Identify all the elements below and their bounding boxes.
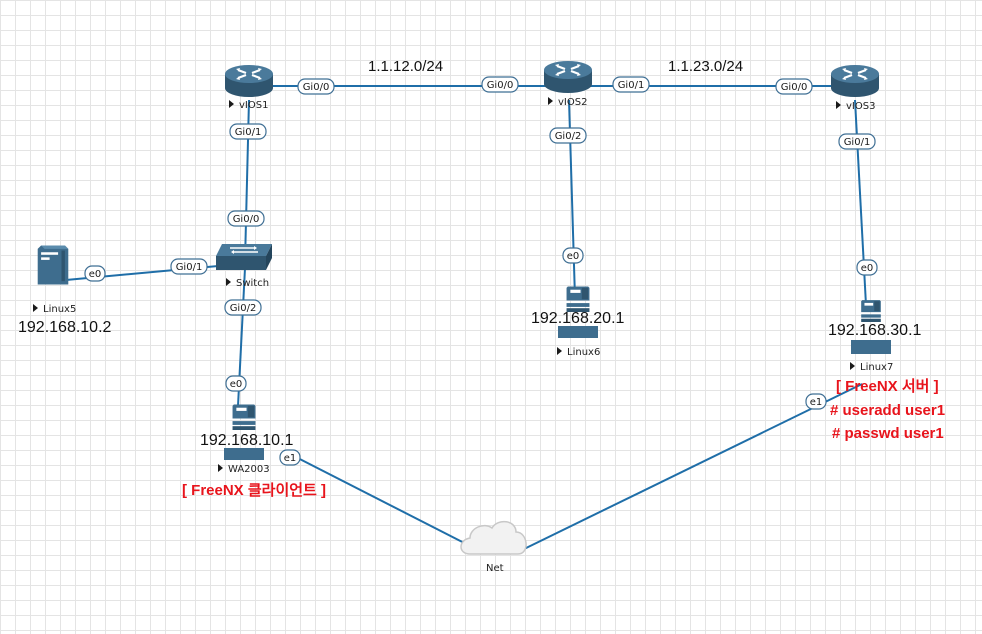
annotation-passwd: # passwd user1 xyxy=(832,425,944,442)
router-icon xyxy=(224,63,274,98)
router-vios3-label: vIOS3 xyxy=(846,101,875,112)
svg-text:Gi0/1: Gi0/1 xyxy=(176,262,203,273)
svg-text:e0: e0 xyxy=(230,379,243,390)
network-1-1-12: 1.1.12.0/24 xyxy=(368,58,443,75)
links xyxy=(65,85,867,551)
port-vios2-gi00[interactable]: Gi0/0 xyxy=(481,76,519,93)
router-vios2[interactable]: vIOS2 xyxy=(543,59,593,108)
link-wa2003-net[interactable] xyxy=(285,451,479,551)
port-vios3-gi00[interactable]: Gi0/0 xyxy=(775,78,813,95)
annotation-freenx-server: [ FreeNX 서버 ] xyxy=(836,378,939,395)
svg-text:Gi0/0: Gi0/0 xyxy=(233,214,260,225)
svg-text:e1: e1 xyxy=(810,397,823,408)
port-linux5-e0[interactable]: e0 xyxy=(84,265,106,282)
linux6-ip: 192.168.20.1 xyxy=(531,310,625,327)
linux6-label: Linux6 xyxy=(567,347,600,358)
svg-text:Gi0/2: Gi0/2 xyxy=(230,303,257,314)
pc-icon xyxy=(566,286,590,312)
svg-text:e1: e1 xyxy=(284,453,297,464)
svg-text:Gi0/1: Gi0/1 xyxy=(844,137,871,148)
port-linux6-e0[interactable]: e0 xyxy=(562,247,584,264)
svg-text:Gi0/2: Gi0/2 xyxy=(555,131,582,142)
linux5-node[interactable]: Linux5 192.168.10.2 xyxy=(18,245,112,336)
port-switch-gi01[interactable]: Gi0/1 xyxy=(170,258,208,275)
linux7-ip: 192.168.30.1 xyxy=(828,322,922,339)
port-linux7-e1[interactable]: e1 xyxy=(805,393,827,410)
pc-icon xyxy=(232,404,256,430)
linux6-node[interactable]: 192.168.20.1 Linux6 xyxy=(531,286,625,358)
net-cloud[interactable]: Net xyxy=(460,520,527,574)
port-vios2-gi01[interactable]: Gi0/1 xyxy=(612,76,650,93)
router-vios3[interactable]: vIOS3 xyxy=(830,63,880,112)
port-linux7-e0[interactable]: e0 xyxy=(856,259,878,276)
port-vios1-gi00[interactable]: Gi0/0 xyxy=(297,78,335,95)
annotation-useradd: # useradd user1 xyxy=(830,402,945,419)
svg-text:e0: e0 xyxy=(861,263,874,274)
wa2003-label: WA2003 xyxy=(228,464,270,475)
linux5-label: Linux5 xyxy=(43,304,76,315)
pc-icon xyxy=(861,300,881,322)
port-labels: Gi0/0 Gi0/0 Gi0/1 Gi0/0 Gi0/1 Gi0/0 Gi0/… xyxy=(84,76,878,466)
svg-text:Gi0/1: Gi0/1 xyxy=(235,127,262,138)
svg-text:e0: e0 xyxy=(567,251,580,262)
router-vios1-label: vIOS1 xyxy=(239,100,268,111)
port-switch-gi00[interactable]: Gi0/0 xyxy=(227,210,265,227)
port-vios1-gi01[interactable]: Gi0/1 xyxy=(229,123,267,140)
switch-node[interactable]: Switch xyxy=(215,243,273,289)
svg-text:Gi0/0: Gi0/0 xyxy=(303,82,330,93)
annotation-freenx-client: [ FreeNX 클라이언트 ] xyxy=(182,481,326,499)
router-vios1[interactable]: vIOS1 xyxy=(224,63,274,111)
svg-text:Gi0/0: Gi0/0 xyxy=(781,82,808,93)
port-switch-gi02[interactable]: Gi0/2 xyxy=(224,299,262,316)
cloud-icon xyxy=(460,520,527,555)
net-label: Net xyxy=(486,563,504,574)
port-vios3-gi01[interactable]: Gi0/1 xyxy=(838,133,876,150)
router-vios2-label: vIOS2 xyxy=(558,97,587,108)
wa2003-node[interactable]: 192.168.10.1 WA2003 xyxy=(200,404,294,475)
port-wa2003-e1[interactable]: e1 xyxy=(279,449,301,466)
port-wa2003-e0[interactable]: e0 xyxy=(225,375,247,392)
router-icon xyxy=(543,59,593,94)
network-1-1-23: 1.1.23.0/24 xyxy=(668,58,743,75)
svg-text:e0: e0 xyxy=(89,269,102,280)
wa2003-ip: 192.168.10.1 xyxy=(200,432,294,449)
server-icon xyxy=(37,245,69,285)
link-linux7-net[interactable] xyxy=(521,383,863,551)
router-icon xyxy=(830,63,880,98)
switch-label: Switch xyxy=(236,278,269,289)
switch-icon xyxy=(215,243,273,271)
svg-text:Gi0/0: Gi0/0 xyxy=(487,80,514,91)
port-vios2-gi02[interactable]: Gi0/2 xyxy=(549,127,587,144)
linux5-ip: 192.168.10.2 xyxy=(18,319,112,336)
linux7-node[interactable]: 192.168.30.1 Linux7 xyxy=(828,300,922,373)
svg-text:Gi0/1: Gi0/1 xyxy=(618,80,645,91)
linux7-label: Linux7 xyxy=(860,362,893,373)
